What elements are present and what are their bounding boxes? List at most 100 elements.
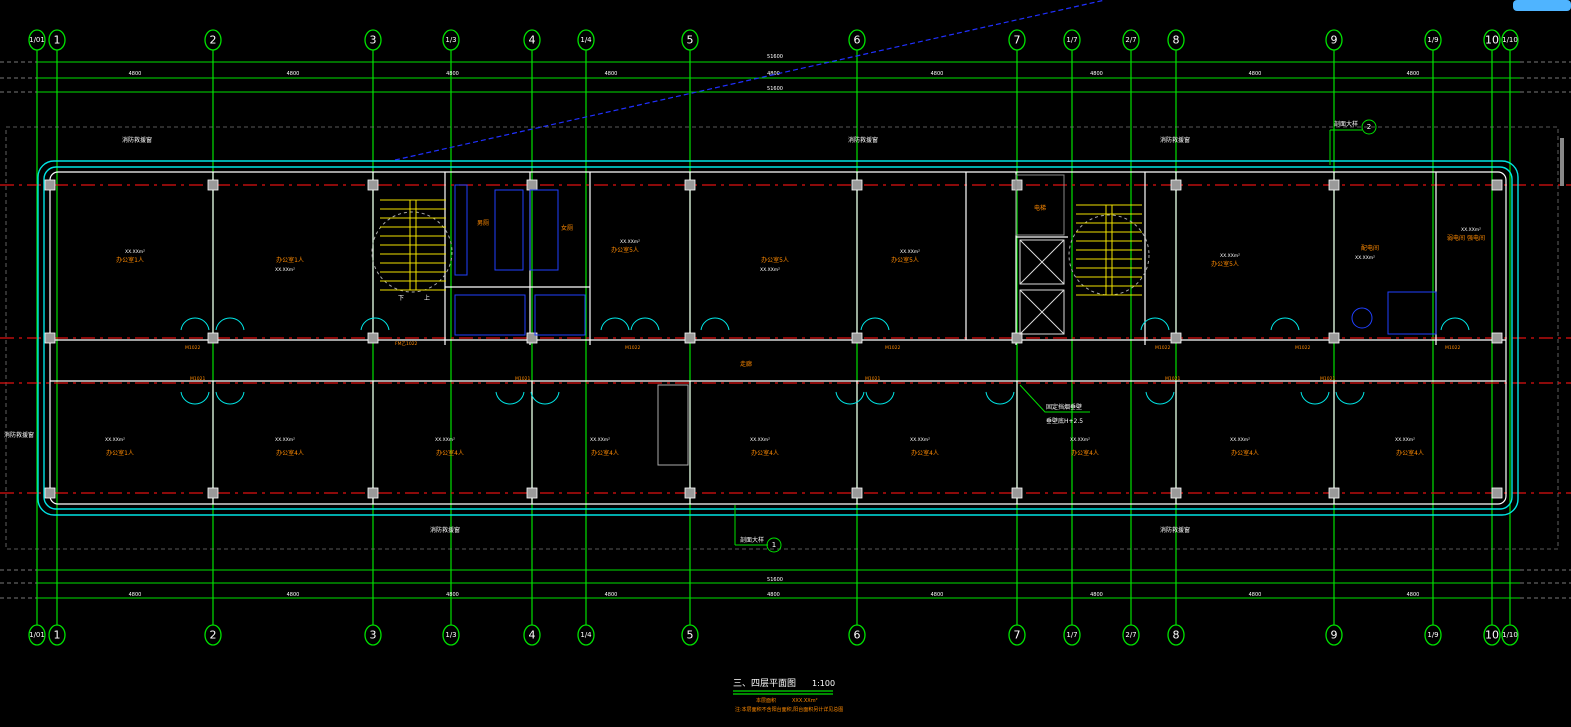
door <box>1145 391 1175 405</box>
column <box>207 332 219 344</box>
room-area: XX.XXm² <box>1355 255 1375 261</box>
axis-label: 1/4 <box>580 36 592 44</box>
smoke-wall-label: 固定挡烟垂壁 <box>1046 403 1082 411</box>
axis-label: 2/7 <box>1125 631 1136 639</box>
corridor-label: 走廊 <box>740 360 752 368</box>
smoke-wall-height: 垂壁底H+2.5 <box>1046 417 1083 425</box>
room-label: 办公室5人 <box>761 256 789 264</box>
column <box>526 332 538 344</box>
axis-label: 1/7 <box>1066 36 1077 44</box>
area-note-remark: 注:本层面积不含阳台面积,阳台面积另计详见总图 <box>735 706 843 713</box>
column <box>1170 487 1182 499</box>
door-code: M1021 <box>1165 376 1180 382</box>
dimension-text: 4800 <box>767 592 780 598</box>
axis-label: 1/4 <box>580 631 592 639</box>
dimension-text: 4800 <box>129 592 142 598</box>
axis-label: 1/3 <box>445 36 456 44</box>
room-label: 办公室4人 <box>436 449 464 457</box>
dimension-text: 4800 <box>1249 592 1262 598</box>
dimension-text: 4800 <box>605 592 618 598</box>
axis-label: 1/3 <box>445 631 456 639</box>
axis-label: 1 <box>54 34 61 47</box>
door <box>360 317 390 331</box>
column <box>1491 487 1503 499</box>
axis-bubble <box>1483 624 1501 646</box>
fire-window-label: 消防救援窗 <box>848 136 878 144</box>
room-label: 电梯 <box>1034 204 1046 212</box>
dimension-text: 4800 <box>1249 71 1262 77</box>
door-code: M1021 <box>865 376 880 382</box>
axis-bubble <box>577 624 595 646</box>
column <box>367 332 379 344</box>
axis-bubble <box>681 624 699 646</box>
axis-label: 2 <box>210 629 217 642</box>
stair-left: 下 上 <box>371 199 453 302</box>
room-label: 女厕 <box>561 224 573 232</box>
dimension-text: 4800 <box>129 71 142 77</box>
room-label: 办公室1人 <box>106 449 134 457</box>
stair-down-label: 下 <box>398 295 404 302</box>
toilet-fixtures <box>454 184 1437 336</box>
axis-label: 6 <box>854 629 861 642</box>
axis-bubble <box>848 624 866 646</box>
room-area: XX.XXm² <box>750 437 770 443</box>
axis-label: 7 <box>1014 34 1021 47</box>
door-code: M1022 <box>185 345 200 351</box>
stair-right <box>1068 204 1150 296</box>
axis-label: 9 <box>1331 629 1338 642</box>
axis-label: 1/9 <box>1427 631 1438 639</box>
fire-window-label: 消防救援窗 <box>122 136 152 144</box>
column <box>1328 332 1340 344</box>
axis-bubble <box>442 624 460 646</box>
scrollbar[interactable] <box>1560 138 1564 186</box>
door <box>860 317 890 331</box>
door-code: M1022 <box>1445 345 1460 351</box>
room-area: XX.XXm² <box>1070 437 1090 443</box>
drawing-title: 三、四层平面图 <box>733 678 796 689</box>
room-area: XX.XXm² <box>1395 437 1415 443</box>
room-label: 办公室5人 <box>891 256 919 264</box>
section-1-label: 剖面大样 <box>740 536 764 544</box>
room-area: XX.XXm² <box>275 267 295 273</box>
stair-up-label: 上 <box>424 294 430 302</box>
door-code: M1022 <box>885 345 900 351</box>
axis-label: 8 <box>1173 629 1180 642</box>
room-area: XX.XXm² <box>435 437 455 443</box>
view-cube-badge[interactable] <box>1513 0 1571 11</box>
dimension-text: 4800 <box>287 592 300 598</box>
annotations: 固定挡烟垂壁 垂壁底H+2.5 消防救援窗 消防救援窗 消防救援窗 消防救援窗 … <box>4 119 1377 553</box>
stair-handrail <box>409 199 417 291</box>
door <box>985 391 1015 405</box>
room-label: 办公室5人 <box>611 246 639 254</box>
section-1-number: 1 <box>772 541 776 549</box>
axis-bubble <box>1325 624 1343 646</box>
column <box>851 332 863 344</box>
fire-window-label: 消防救援窗 <box>1160 526 1190 534</box>
column <box>1011 332 1023 344</box>
column <box>1011 179 1023 191</box>
column <box>207 179 219 191</box>
axis-label: 1/7 <box>1066 631 1077 639</box>
corridor-walls <box>50 339 1506 382</box>
door <box>630 317 660 331</box>
room-label: 弱电间 强电间 <box>1447 234 1485 242</box>
fire-window-label: 消防救援窗 <box>4 431 34 439</box>
axis-label: 1 <box>54 629 61 642</box>
dimension-text: 4800 <box>1407 71 1420 77</box>
door-code: M1022 <box>1155 345 1170 351</box>
column <box>44 179 56 191</box>
door <box>865 391 895 405</box>
room-label: 办公室4人 <box>751 449 779 457</box>
door <box>215 317 245 331</box>
room-label: 办公室4人 <box>1396 449 1424 457</box>
column <box>851 487 863 499</box>
axis-bubble <box>1008 624 1026 646</box>
column <box>1170 179 1182 191</box>
room-area: XX.XXm² <box>125 249 145 255</box>
room-label: 办公室4人 <box>591 449 619 457</box>
axis-bubble <box>577 29 595 51</box>
section-2-label: 剖面大样 <box>1334 120 1358 128</box>
area-note-value: XXX.XXm² <box>792 698 818 704</box>
